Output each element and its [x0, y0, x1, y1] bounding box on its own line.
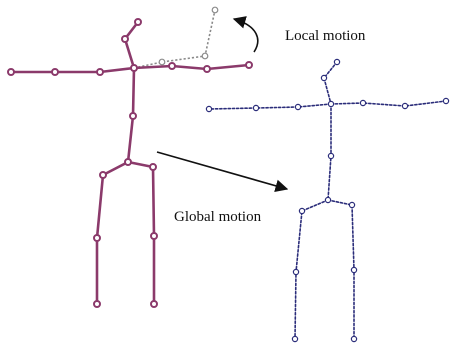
local-motion-arm	[133, 6, 219, 69]
solid-skeleton	[7, 18, 253, 308]
local-motion-arrow	[232, 16, 259, 53]
global-motion-label: Global motion	[174, 209, 262, 225]
dotted-skeleton	[205, 58, 450, 343]
local-motion-label: Local motion	[285, 28, 366, 44]
global-motion-arrow	[156, 151, 289, 193]
